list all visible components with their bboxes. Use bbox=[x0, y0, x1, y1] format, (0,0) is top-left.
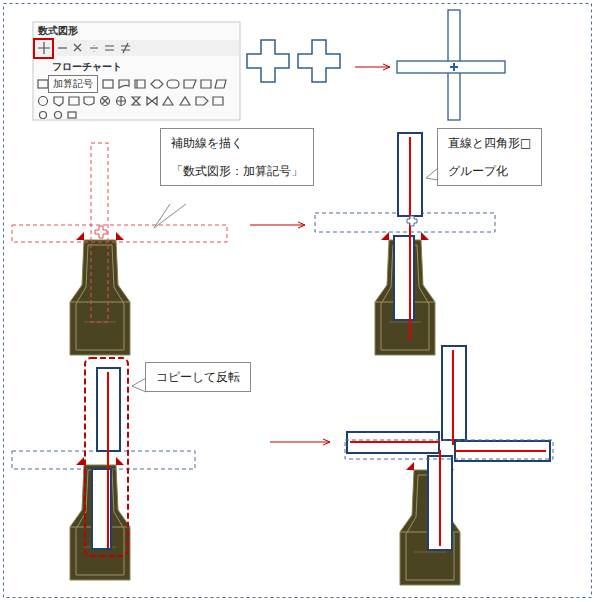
callout-text: 直線と四角形□ bbox=[448, 135, 531, 151]
callout-box: コピーして反転 bbox=[145, 362, 251, 392]
menu-heading: フローチャート bbox=[52, 60, 122, 74]
callout-text: 「数式図形：加算記号」 bbox=[171, 163, 303, 179]
callout-text: コピーして反転 bbox=[156, 369, 240, 385]
callout-text: 補助線を描く bbox=[171, 135, 303, 151]
callout-text: 加算記号 bbox=[53, 77, 93, 91]
callout-box: 直線と四角形□ グループ化 bbox=[437, 128, 542, 186]
menu-heading: 数式図形 bbox=[38, 24, 78, 38]
callout-text: グループ化 bbox=[448, 163, 531, 179]
callout-box: 補助線を描く「数式図形：加算記号」 bbox=[160, 128, 314, 186]
tooltip-box: 加算記号 bbox=[48, 75, 98, 93]
